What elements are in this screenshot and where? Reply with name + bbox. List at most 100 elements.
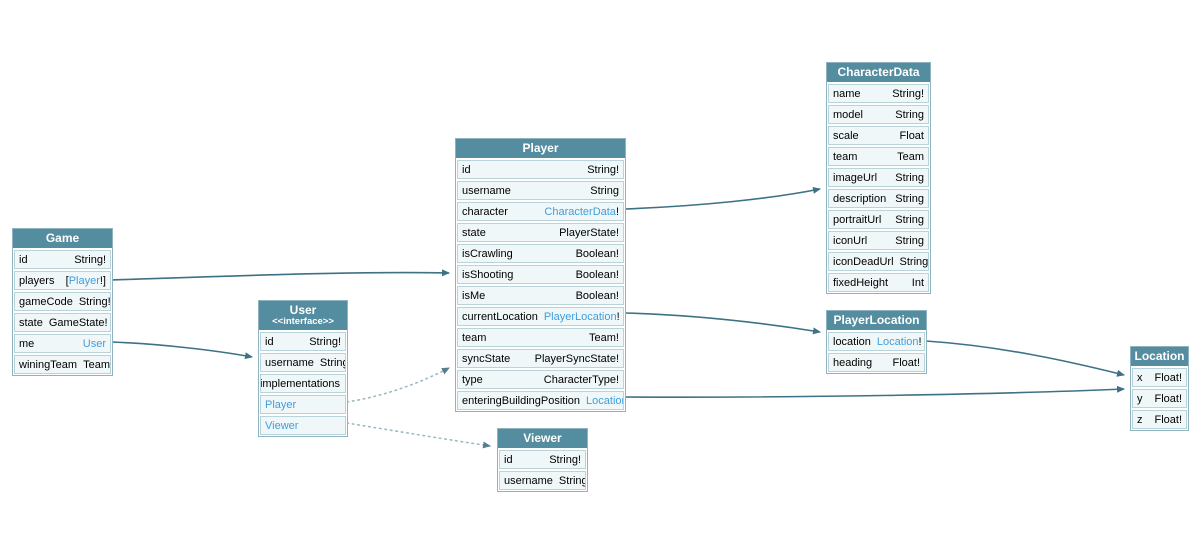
table-header[interactable]: Location	[1131, 347, 1188, 366]
field-type: String	[319, 356, 346, 369]
table-header[interactable]: Viewer	[498, 429, 587, 448]
type-text: Float!	[892, 356, 920, 369]
type-link[interactable]: Player	[68, 274, 100, 287]
field-type: String	[895, 193, 924, 205]
field-type: Float	[900, 130, 924, 142]
field-type: PlayerState!	[559, 227, 619, 239]
field-type: CharacterData!	[544, 206, 619, 218]
field-type: Location	[586, 394, 624, 407]
type-text: Team!	[589, 331, 619, 344]
edge-game-me-to-user	[111, 341, 253, 360]
field-name: imageUrl	[833, 171, 878, 184]
type-text: Boolean!	[575, 247, 619, 260]
edge-game-players-to-player	[111, 269, 450, 281]
table-title: Game	[45, 231, 80, 245]
field-name: x	[1137, 371, 1143, 384]
table-header[interactable]: Game	[13, 229, 112, 248]
field-row[interactable]: Viewer	[260, 416, 346, 435]
type-text: String!	[892, 87, 924, 100]
field-name: players	[19, 274, 55, 287]
field-row[interactable]: id String!	[260, 332, 346, 351]
type-link[interactable]: Location	[586, 394, 624, 407]
type-text: PlayerState!	[559, 226, 619, 239]
field-name: heading	[833, 356, 873, 369]
type-table-user[interactable]: User <<interface>> id String! username Stri…	[258, 300, 348, 437]
table-header[interactable]: User <<interface>>	[259, 301, 347, 330]
field-name: username	[265, 356, 314, 369]
field-row[interactable]: heading Float!	[828, 353, 925, 372]
field-type: Team	[897, 151, 924, 163]
table-title: PlayerLocation	[833, 313, 920, 327]
table-header[interactable]: CharacterData	[827, 63, 930, 82]
field-type: Int	[912, 277, 924, 289]
type-text: String	[319, 356, 346, 369]
type-text: String	[558, 474, 586, 487]
type-text: Float	[899, 129, 924, 142]
field-row[interactable]: players[Player!]	[14, 271, 111, 290]
field-name: enteringBuildingPosition	[462, 394, 581, 407]
field-type: String!	[79, 296, 110, 308]
field-name: id	[462, 163, 471, 176]
field-name: id	[19, 253, 28, 266]
table-title: CharacterData	[837, 65, 920, 79]
field-type: String	[895, 214, 924, 226]
field-row[interactable]: Player	[260, 395, 346, 414]
edge-player-enteringbuildingposition-to-location	[624, 385, 1125, 398]
field-row[interactable]: enteringBuildingPosition Location	[457, 391, 624, 410]
field-name: iconUrl	[833, 234, 868, 247]
field-row[interactable]: username String	[260, 353, 346, 372]
table-header[interactable]: Player	[456, 139, 625, 158]
type-link[interactable]: PlayerLocation	[543, 310, 617, 323]
type-link[interactable]: User	[82, 337, 106, 350]
type-text: String!	[309, 335, 341, 348]
type-text: CharacterType!	[543, 373, 619, 386]
type-text: String	[899, 255, 929, 268]
field-name: id	[265, 335, 274, 348]
table-header[interactable]: PlayerLocation	[827, 311, 926, 330]
field-type: CharacterType!	[544, 374, 619, 386]
field-row[interactable]: implementations	[260, 374, 346, 393]
type-link[interactable]: CharacterData	[544, 205, 616, 218]
type-link[interactable]: Location	[876, 335, 919, 348]
